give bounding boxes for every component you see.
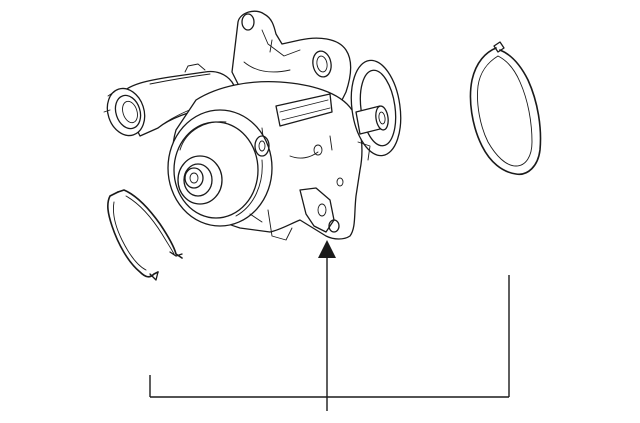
pump-front-face xyxy=(167,109,273,227)
right-gasket-drawing xyxy=(469,41,542,175)
pump-impeller-disc xyxy=(350,59,402,161)
left-gasket-drawing xyxy=(107,189,183,281)
pump-outlet-pipe xyxy=(103,63,241,137)
callout-arrow-head-icon xyxy=(318,240,336,258)
callout-bracket xyxy=(149,240,510,411)
water-pump-drawing xyxy=(103,10,402,241)
